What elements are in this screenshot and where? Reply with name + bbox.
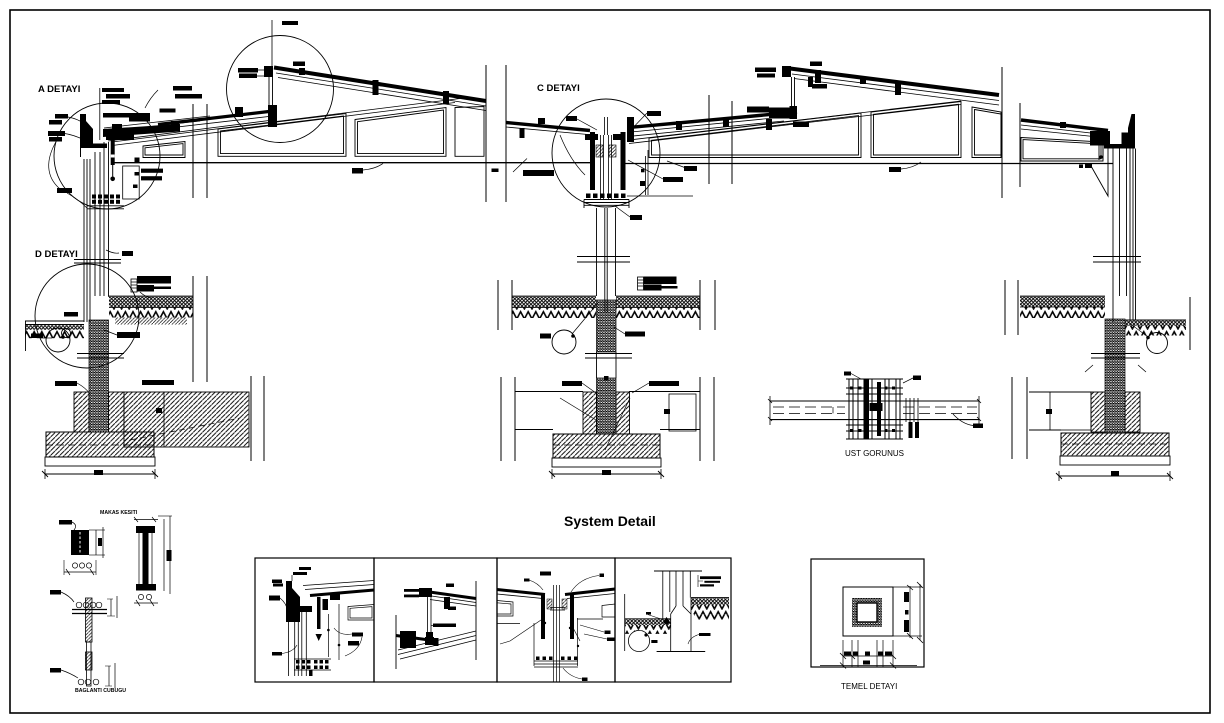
svg-text:C DETAYI: C DETAYI — [537, 83, 580, 94]
svg-text:A DETAYI: A DETAYI — [38, 84, 80, 95]
svg-text:UST GORUNUS: UST GORUNUS — [845, 449, 904, 458]
svg-text:BAGLANTI CUBUGU: BAGLANTI CUBUGU — [75, 688, 126, 694]
svg-text:System Detail: System Detail — [564, 513, 656, 529]
svg-text:MAKAS KESITI: MAKAS KESITI — [100, 510, 138, 516]
svg-text:TEMEL DETAYI: TEMEL DETAYI — [841, 682, 897, 691]
svg-text:D DETAYI: D DETAYI — [35, 249, 78, 260]
